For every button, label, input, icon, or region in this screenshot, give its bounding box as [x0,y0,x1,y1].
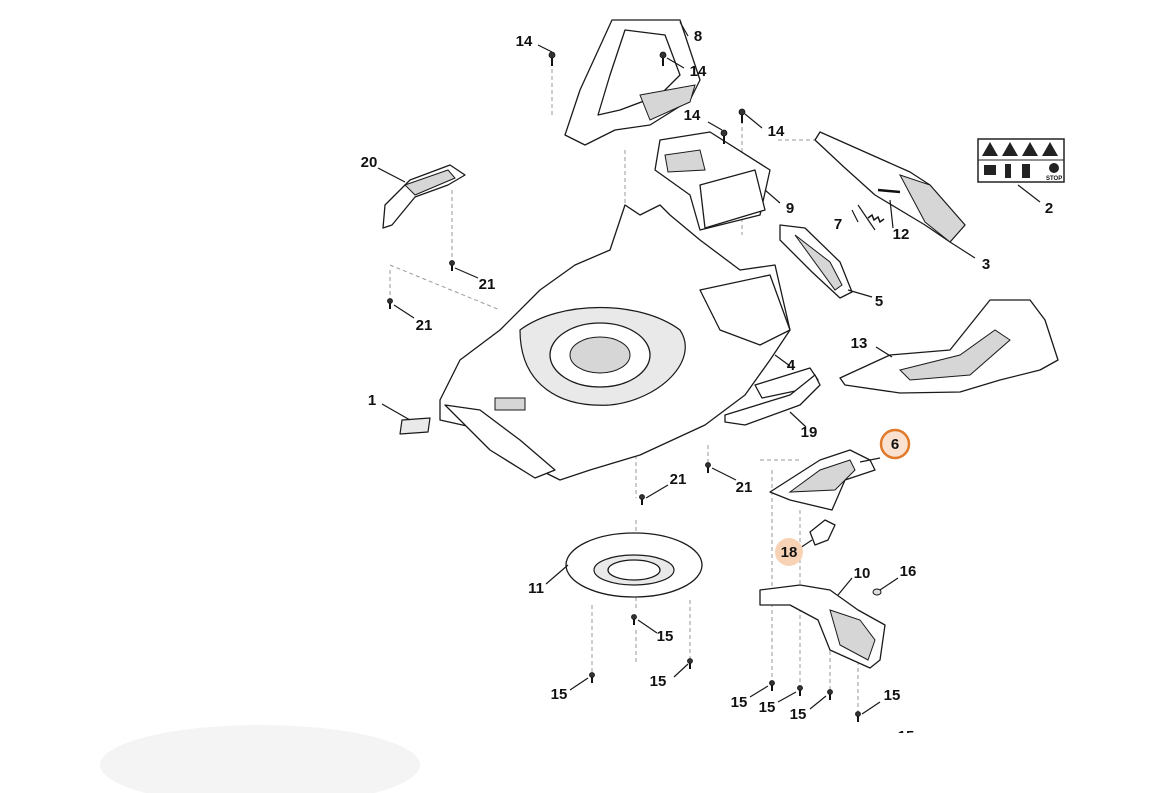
callout-18[interactable]: 18 [781,544,798,561]
callout-21c[interactable]: 21 [670,471,687,488]
part-1-plate[interactable] [399,417,431,435]
part-8-handle-bracket[interactable] [564,19,701,146]
part-3-rear-flap[interactable] [814,131,966,243]
part-18-clip[interactable] [809,519,836,546]
callout-7[interactable]: 7 [834,216,842,233]
callout-1[interactable]: 1 [368,392,376,409]
callout-15a[interactable]: 15 [657,628,674,645]
washer-16 [872,588,882,596]
screw-14a [548,51,556,66]
part-2-warning-decal: STOP [977,138,1065,183]
screw-21d [705,462,711,473]
decal-stop-text: STOP [1046,176,1062,182]
callout-19[interactable]: 19 [801,424,818,441]
screw-21b [387,298,393,309]
callout-10[interactable]: 10 [854,565,871,582]
callout-21d[interactable]: 21 [736,479,753,496]
part-6-deflector-plate[interactable] [769,449,876,511]
leader-lines [377,21,1041,715]
callout-13[interactable]: 13 [851,335,868,352]
callout-4[interactable]: 4 [787,357,796,374]
callout-15f[interactable]: 15 [790,706,807,723]
screw-21a [449,260,455,271]
callout-15g[interactable]: 15 [884,687,901,704]
callout-14c[interactable]: 14 [684,107,701,124]
part-12-pin[interactable] [877,188,901,194]
callout-3[interactable]: 3 [982,256,990,273]
part-5-side-piece[interactable] [779,224,853,299]
callout-14a[interactable]: 14 [516,33,533,50]
part-11-blade-disc[interactable] [565,532,703,598]
callout-6-highlight [879,428,911,460]
callout-5[interactable]: 5 [875,293,883,310]
callout-21b[interactable]: 21 [416,317,433,334]
main-deck-housing[interactable] [439,204,791,481]
background-smudge [100,725,420,793]
part-9-upper-bracket[interactable] [654,131,771,231]
screw-15c [687,658,693,669]
callout-14d[interactable]: 14 [768,123,785,140]
screw-14c [720,129,728,144]
callout-14b[interactable]: 14 [690,63,707,80]
part-13-deflector[interactable] [839,299,1059,394]
callout-18-highlight [775,538,803,566]
screw-15d [769,680,775,691]
callout-20[interactable]: 20 [361,154,378,171]
screw-15g [855,711,861,722]
callout-15b[interactable]: 15 [551,686,568,703]
callout-8[interactable]: 8 [694,28,702,45]
screw-15b [589,672,595,683]
screw-15a [631,614,637,625]
screw-15f [827,689,833,700]
callout-6[interactable]: 6 [891,436,899,453]
part-19-strip[interactable] [724,374,821,426]
callout-21a[interactable]: 21 [479,276,496,293]
callout-11[interactable]: 11 [528,580,544,597]
screw-14b [659,51,667,66]
callout-15c[interactable]: 15 [650,673,667,690]
callout-labels: 14 8 14 14 14 9 20 2 7 12 3 5 21 21 13 4… [361,28,1054,745]
screw-14d [738,108,746,123]
bottom-crop [850,733,970,753]
screws [387,51,882,722]
screw-15e [797,685,803,696]
part-7-spring[interactable] [857,204,885,231]
callout-2[interactable]: 2 [1045,200,1053,217]
callout-12[interactable]: 12 [893,226,910,243]
part-10-lower-chute[interactable] [759,584,886,669]
screw-21c [639,494,645,505]
callout-9[interactable]: 9 [786,200,794,217]
callout-16[interactable]: 16 [900,563,917,580]
part-20-rear-cover[interactable] [382,164,466,229]
callout-15d[interactable]: 15 [731,694,748,711]
callout-15e[interactable]: 15 [759,699,776,716]
